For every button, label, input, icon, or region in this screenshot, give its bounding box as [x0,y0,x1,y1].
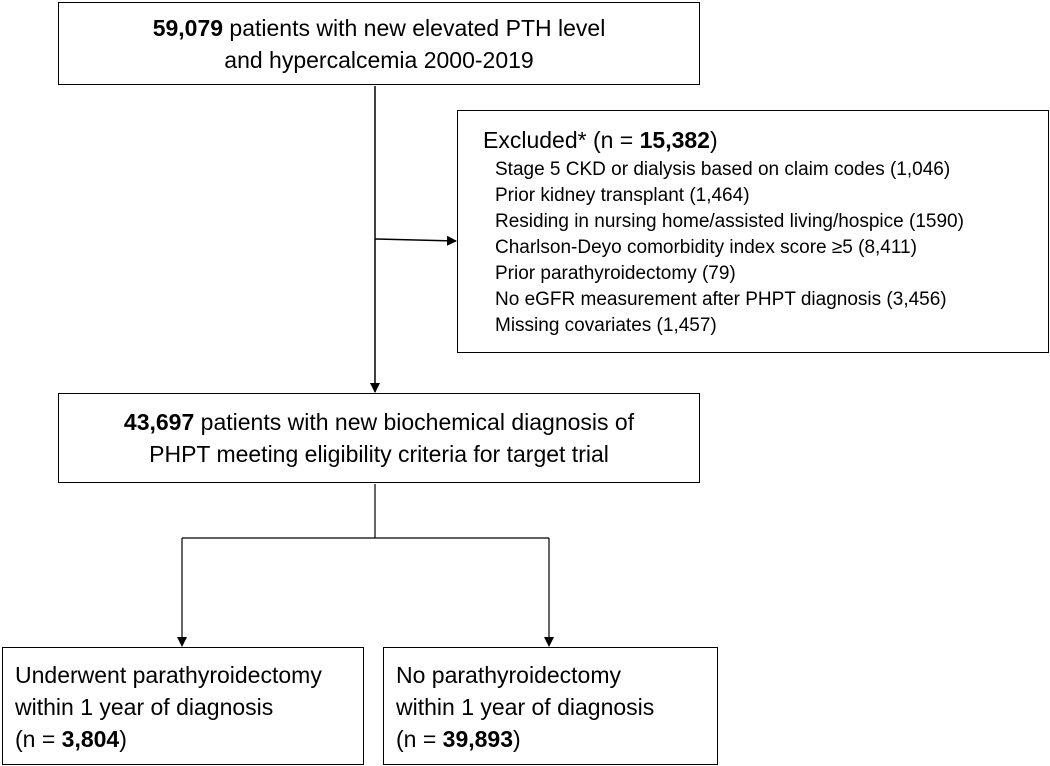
no-surgery-group-n-suffix: ) [513,726,521,752]
no-surgery-group-line2: within 1 year of diagnosis [396,694,655,720]
excluded-item-nursing-home: Residing in nursing home/assisted living… [495,211,964,232]
initial-cohort-count: 59,079 [152,14,224,41]
no-surgery-group-n-prefix: (n = [396,726,443,752]
surgery-group-line2: within 1 year of diagnosis [15,694,274,720]
surgery-group-n-suffix: ) [119,726,127,752]
surgery-group-box: Underwent parathyroidectomy within 1 yea… [2,647,364,765]
no-surgery-group-line1: No parathyroidectomy [396,662,621,688]
no-surgery-group-n: (n = 39,893) [396,723,717,755]
eligible-cohort-text: patients with new biochemical diagnosis … [194,409,635,435]
surgery-group-n: (n = 3,804) [15,723,363,755]
no-surgery-group-count: 39,893 [442,726,514,752]
initial-cohort-line1: 59,079 patients with new elevated PTH le… [153,12,606,44]
excluded-item-prior-parathyroidectomy: Prior parathyroidectomy (79) [495,263,736,284]
no-surgery-group-box: No parathyroidectomy within 1 year of di… [383,647,718,765]
connector-to-excluded [374,235,457,246]
excluded-heading: Excluded* (n = 15,382) [483,125,1048,155]
excluded-item-kidney-transplant: Prior kidney transplant (1,464) [495,185,750,206]
initial-cohort-box: 59,079 patients with new elevated PTH le… [58,2,700,85]
surgery-group-line1: Underwent parathyroidectomy [15,662,322,688]
eligible-cohort-line1: 43,697 patients with new biochemical dia… [124,406,634,438]
excluded-item-stage5-ckd: Stage 5 CKD or dialysis based on claim c… [495,159,951,180]
eligible-cohort-count: 43,697 [123,409,195,435]
excluded-item-missing-covariates: Missing covariates (1,457) [495,315,717,336]
excluded-box: Excluded* (n = 15,382) Stage 5 CKD or di… [457,110,1049,353]
excluded-heading-suffix: ) [709,127,718,153]
initial-cohort-text: patients with new elevated PTH level [223,14,606,41]
excluded-item-no-egfr: No eGFR measurement after PHPT diagnosis… [495,289,947,310]
excluded-item-charlson-deyo: Charlson-Deyo comorbidity index score ≥5… [495,237,917,258]
surgery-group-n-prefix: (n = [15,726,62,752]
excluded-count: 15,382 [639,127,710,153]
surgery-group-count: 3,804 [61,726,120,752]
excluded-heading-prefix: Excluded* (n = [483,127,640,153]
initial-cohort-line2: and hypercalcemia 2000-2019 [224,46,534,73]
eligible-cohort-box: 43,697 patients with new biochemical dia… [58,393,700,483]
eligible-cohort-line2: PHPT meeting eligibility criteria for ta… [149,441,609,467]
